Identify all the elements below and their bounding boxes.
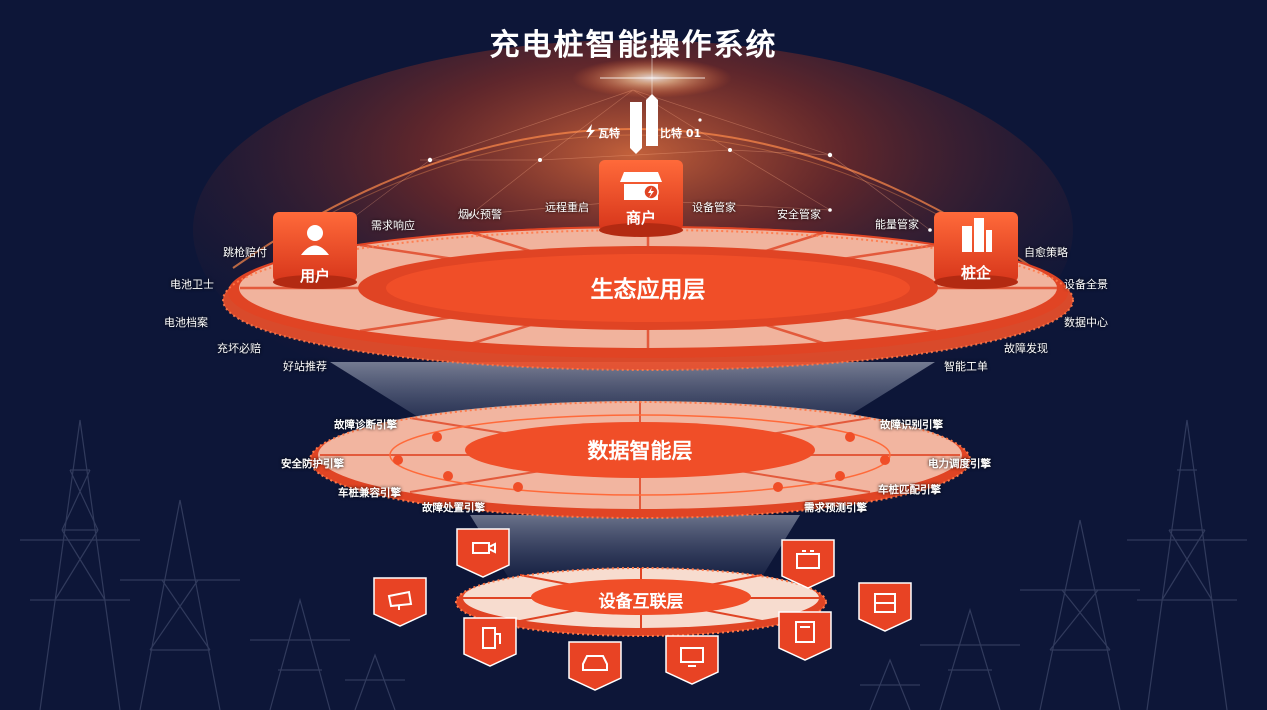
feature-label: 能量管家 [875,218,919,231]
store-badge-label: 商户 [625,209,656,227]
feature-label: 电池卫士 [170,278,214,291]
feature-label: 充坏必赔 [217,342,261,355]
feature-label: 电池档案 [164,316,208,329]
feature-label: 好站推荐 [283,360,327,373]
engine-label: 车桩匹配引擎 [878,484,941,496]
engine-label: 车桩兼容引擎 [338,487,401,499]
building-icon [962,218,992,252]
device-layer-title: 设备互联层 [598,592,684,612]
power-towers-left [20,419,405,710]
charger-icon [482,627,501,649]
battery-device-tile [781,539,835,589]
ecosystem-platform [222,226,1074,371]
cabinet-icon [874,593,896,613]
feature-label: 远程重启 [545,201,589,214]
user-badge [273,212,357,289]
feature-label: 智能工单 [944,360,988,373]
feature-label: 自愈策略 [1024,246,1068,259]
feature-label: 设备全景 [1064,278,1108,291]
power-towers-right [860,419,1247,710]
engine-label: 电力调度引擎 [928,458,991,470]
feature-label: 数据中心 [1064,316,1108,329]
engine-label: 需求预测引擎 [804,502,867,514]
store-icon [620,172,662,200]
cabinet-device-tile [858,582,912,632]
monitor-icon [680,647,704,667]
company-badge-label: 桩企 [960,264,991,282]
ev-car-icon [582,655,608,671]
ecosystem-layer-title: 生态应用层 [590,277,706,303]
charger-device-tile [463,617,517,667]
camera-device-tile [456,528,510,578]
store-badge [599,160,683,237]
engine-label: 故障识别引擎 [880,419,943,431]
device-platform [455,567,827,637]
brand-left: 瓦特 [598,127,620,140]
feature-label: 安全管家 [777,208,821,221]
feature-label: 故障发现 [1004,342,1048,355]
ev-car-device-tile [568,641,622,691]
brand-right: 比特 01 [660,127,702,140]
user-badge-label: 用户 [299,267,330,285]
beam-data-to-device [470,515,800,580]
engine-label: 故障处置引擎 [422,502,485,514]
solar-panel-device-tile [373,577,427,627]
monitor-device-tile [665,635,719,685]
bolt-icon [586,124,595,139]
feature-label: 跳枪赔付 [223,246,267,259]
camera-icon [472,542,496,554]
battery-icon [796,550,820,569]
feature-label: 烟火预警 [458,208,502,221]
engine-label: 安全防护引擎 [281,458,344,470]
solar-panel-icon [387,590,413,610]
data-platform [309,401,971,519]
user-icon [301,225,329,255]
page-title: 充电桩智能操作系统 [489,28,778,63]
engine-label: 故障诊断引擎 [334,419,397,431]
feature-label: 需求响应 [371,219,415,232]
meter-box-device-tile [778,611,832,661]
feature-label: 设备管家 [692,201,736,214]
company-badge [934,212,1018,289]
meter-box-icon [795,621,815,643]
brand-logo-icon [630,94,658,154]
data-layer-title: 数据智能层 [587,439,693,463]
